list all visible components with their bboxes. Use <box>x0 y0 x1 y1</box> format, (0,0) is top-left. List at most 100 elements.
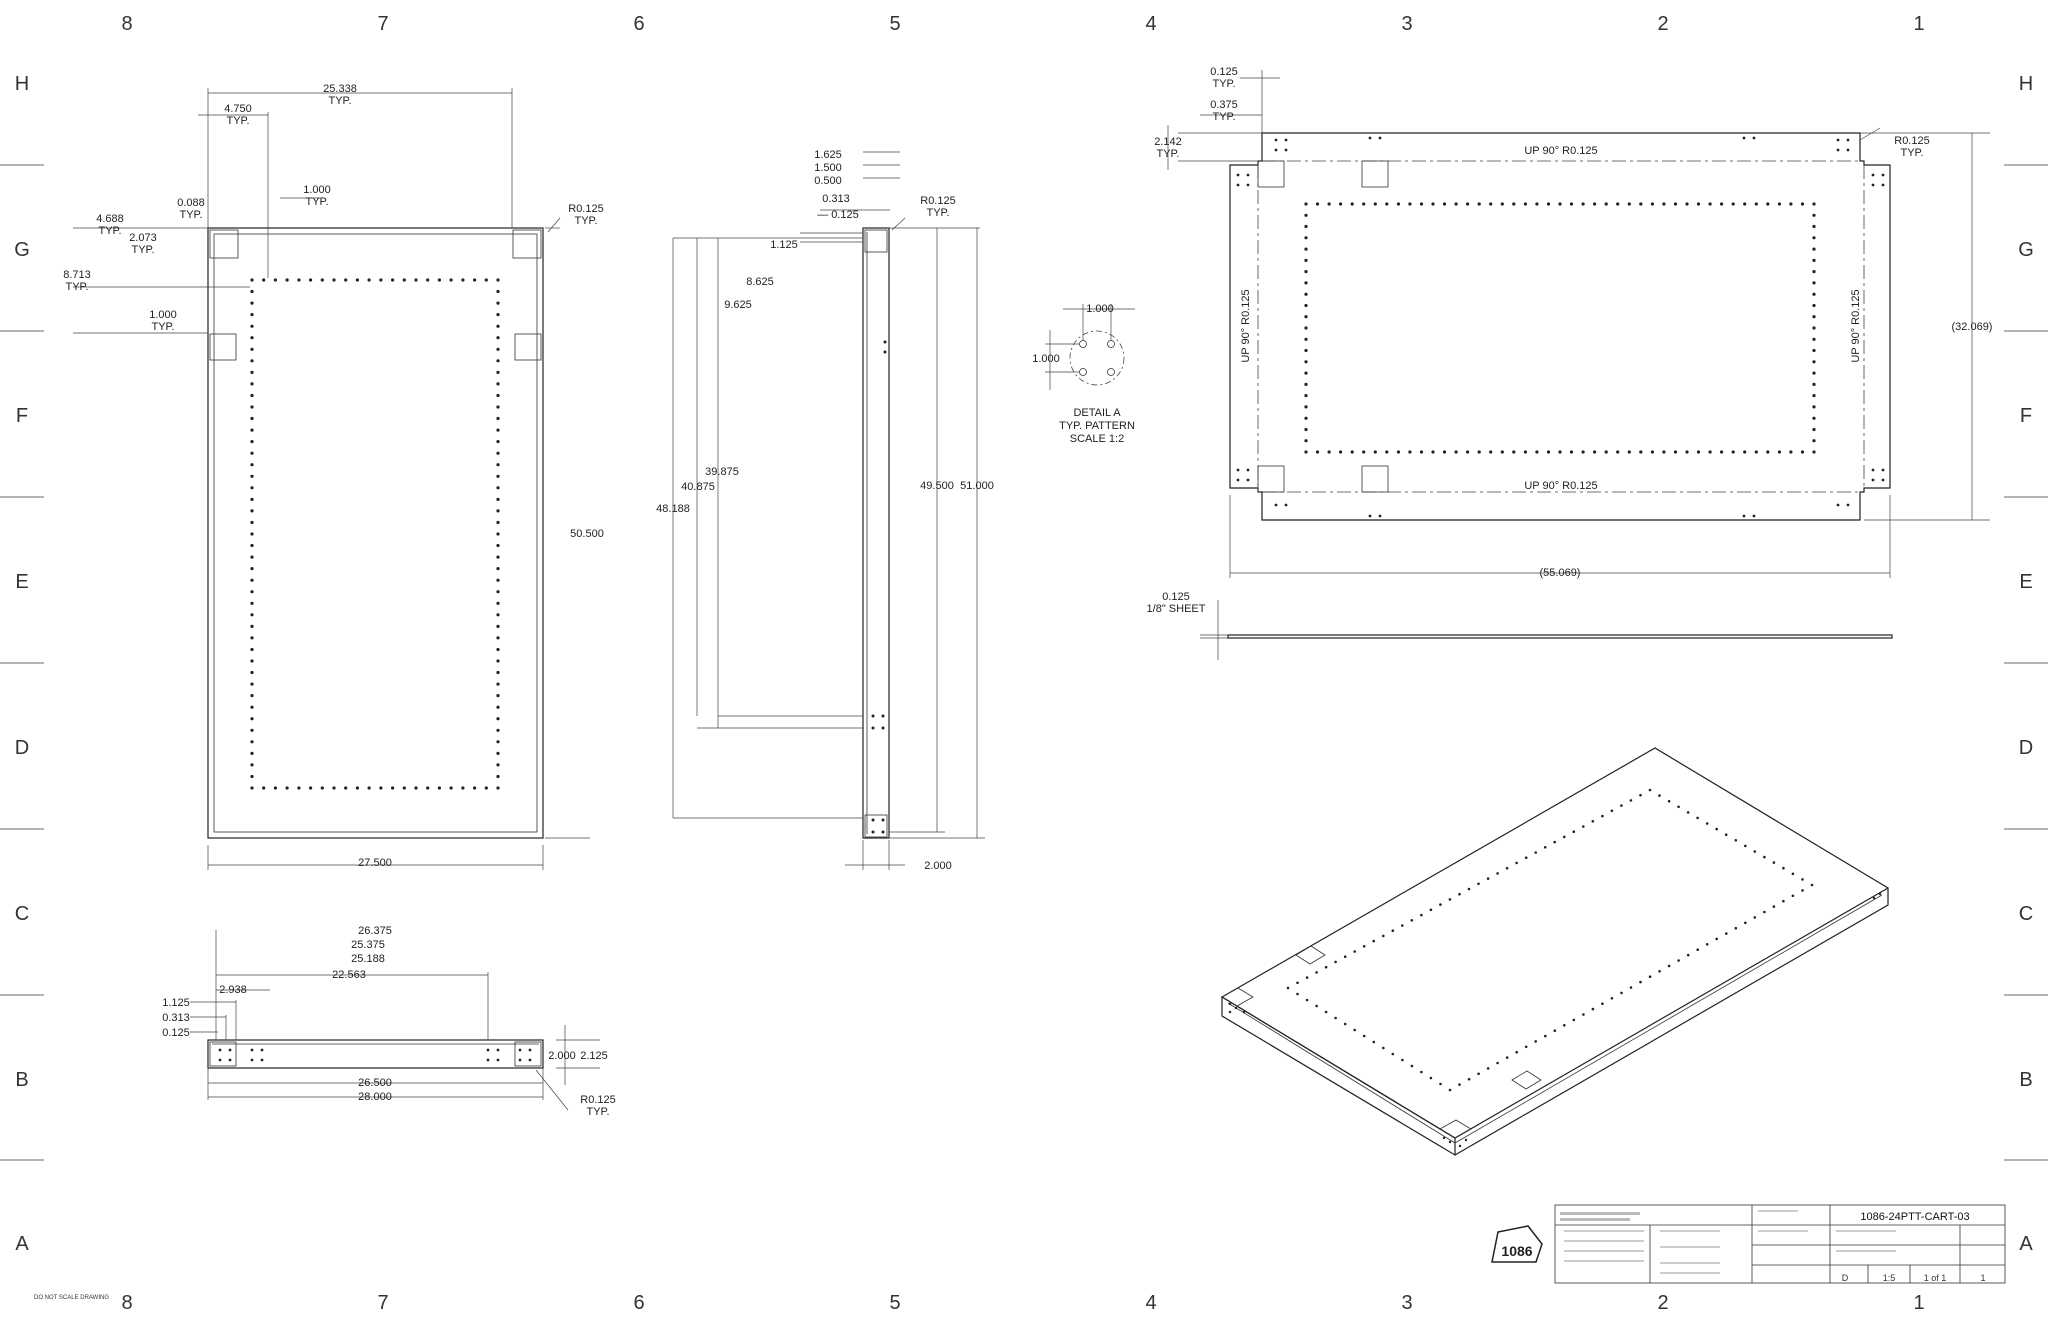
hole <box>1296 981 1299 985</box>
hole <box>1812 416 1816 420</box>
hole <box>250 590 254 594</box>
hole <box>1304 292 1308 296</box>
hole <box>1305 976 1309 979</box>
hole <box>1572 1018 1576 1022</box>
zone-col-top: 4 <box>1145 13 1156 35</box>
hole <box>1515 861 1518 865</box>
dimension-lines <box>73 88 590 870</box>
hole <box>250 440 254 444</box>
dim-typ: TYP. <box>586 1106 609 1118</box>
hole <box>1458 892 1461 896</box>
detail-hole <box>1079 368 1087 376</box>
hole <box>1686 953 1690 957</box>
bend-label-right: UP 90° R0.125 <box>1850 289 1862 362</box>
hole <box>1604 202 1608 206</box>
hole <box>332 786 336 790</box>
hole <box>1477 1072 1480 1076</box>
hole <box>1304 224 1308 229</box>
dim-1-000-h: 1.000 <box>1086 303 1114 315</box>
hole <box>1620 804 1623 807</box>
zone-col-top: 8 <box>121 13 132 35</box>
zone-col-bottom: 4 <box>1145 1292 1156 1314</box>
hole <box>402 786 406 790</box>
hole <box>1304 394 1308 398</box>
hole <box>496 532 500 536</box>
dim-0-125: 0.125 <box>162 1027 190 1039</box>
zone-row-right: F <box>2020 405 2032 427</box>
dim-r0-125: R0.125 <box>568 203 603 215</box>
hole <box>1791 872 1795 876</box>
hole <box>1385 450 1389 454</box>
hole <box>250 486 254 490</box>
hole <box>1720 450 1724 454</box>
front-view-inner-edge <box>213 233 538 833</box>
hole <box>1812 236 1816 240</box>
hole <box>1639 202 1643 206</box>
zone-labels: 8 7 6 5 4 3 2 1 8 7 6 5 4 3 2 1 H G F E … <box>0 13 2048 1314</box>
hole <box>250 659 254 663</box>
dim-0-313: 0.313 <box>822 193 850 205</box>
hole <box>473 786 477 790</box>
front-view: 25.338 TYP. 4.750 TYP. 1.000 TYP. 0.088 … <box>63 83 604 870</box>
bottom-view: 26.375 25.375 25.188 22.563 2.938 1.125 … <box>162 925 616 1118</box>
hole <box>250 509 254 513</box>
hole <box>1454 450 1458 454</box>
dim-1-000: 1.000 <box>149 309 177 321</box>
dim-typ: TYP. <box>328 95 351 107</box>
hole <box>1731 202 1735 206</box>
hole <box>250 336 254 340</box>
hole <box>1650 450 1654 454</box>
zone-row-left: E <box>15 571 28 593</box>
dim-1-000: 1.000 <box>303 184 331 196</box>
dimension-lines <box>190 930 600 1111</box>
hole <box>1442 202 1447 206</box>
hole <box>1304 416 1308 420</box>
hole <box>1812 326 1816 330</box>
hole <box>1648 975 1652 978</box>
hole <box>1812 405 1816 409</box>
hole <box>496 613 500 617</box>
dim-r0-125: R0.125 <box>1894 135 1929 147</box>
hole <box>1431 202 1435 206</box>
hole <box>297 278 301 282</box>
hole <box>496 486 500 490</box>
hole <box>1812 427 1816 432</box>
hole <box>1448 898 1452 901</box>
dim-26-375: 26.375 <box>358 925 392 937</box>
hole <box>1382 934 1385 938</box>
hole <box>1734 839 1738 842</box>
sheet-thickness-view <box>1227 634 1893 639</box>
hole <box>496 382 500 386</box>
hole <box>250 370 254 374</box>
hole <box>496 313 500 317</box>
title-block: 1086 1086-24PTT-CART-03 D 1:5 1 of 1 1 D… <box>34 1204 2006 1301</box>
hole <box>1467 887 1471 891</box>
hole <box>1812 303 1816 308</box>
dim-typ: TYP. <box>1212 111 1235 123</box>
hole <box>1362 945 1366 948</box>
hole <box>250 613 254 617</box>
hole <box>1667 799 1671 803</box>
dimension-lines <box>1167 70 1990 578</box>
hole <box>1466 450 1470 454</box>
size: D <box>1842 1273 1849 1283</box>
dim-0-500: 0.500 <box>814 175 842 187</box>
dimension-lines <box>1200 600 1228 660</box>
hole <box>1610 809 1614 813</box>
hole <box>1601 1002 1604 1005</box>
hole <box>1772 861 1776 864</box>
dim-2-000: 2.000 <box>548 1050 576 1062</box>
hole <box>1800 450 1805 454</box>
hole <box>496 463 500 467</box>
hole <box>1563 835 1566 839</box>
hole <box>309 278 313 282</box>
hole <box>1486 877 1490 880</box>
hole <box>332 278 336 282</box>
hole <box>344 278 348 282</box>
hole <box>250 728 254 732</box>
zone-ticks <box>0 164 2048 1161</box>
hole <box>1327 202 1331 206</box>
hole <box>1616 450 1620 454</box>
hole <box>1591 1007 1595 1011</box>
hole-pattern <box>252 280 498 788</box>
